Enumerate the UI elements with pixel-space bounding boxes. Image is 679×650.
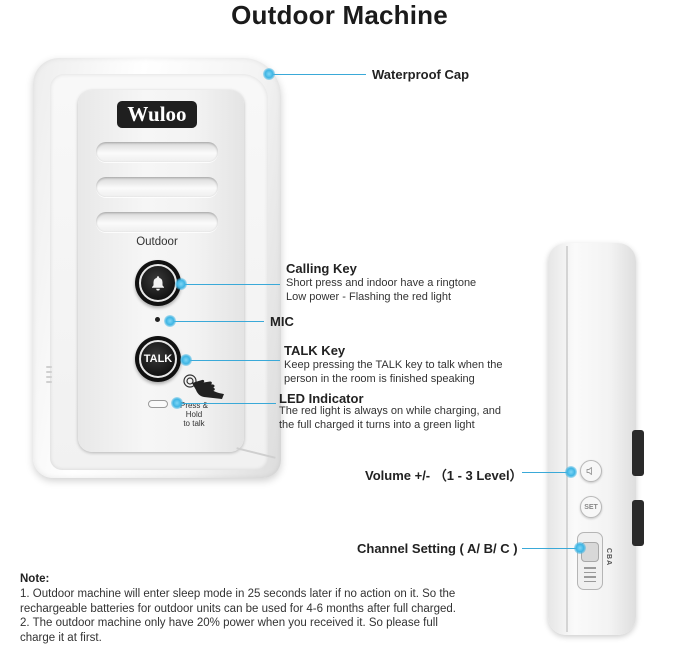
note-line-3: 2. The outdoor machine only have 20% pow…	[20, 617, 438, 630]
mic-hole	[155, 317, 160, 322]
callout-line-calling	[180, 284, 280, 286]
indoor-edge	[566, 246, 568, 632]
callout-dot-calling	[175, 278, 187, 290]
led-desc-2: the full charged it turns into a green l…	[279, 418, 475, 431]
callout-dot-channel	[574, 542, 586, 554]
note-block: Note: 1. Outdoor machine will enter slee…	[20, 572, 500, 646]
callout-led-indicator-desc: The red light is always on while chargin…	[279, 405, 501, 432]
callout-calling-key: Calling Key	[286, 261, 357, 276]
calling-desc-1: Short press and indoor have a ringtone	[286, 277, 477, 289]
callout-line-channel	[522, 548, 578, 550]
set-button[interactable]: SET	[580, 496, 602, 518]
speaker-icon	[586, 467, 592, 475]
callout-dot-mic	[164, 315, 176, 327]
led-indicator	[148, 400, 168, 408]
calling-desc-2: Low power - Flashing the red light	[286, 290, 452, 303]
callout-waterproof-cap: Waterproof Cap	[372, 67, 470, 82]
volume-button[interactable]	[580, 460, 602, 482]
note-line-2: rechargeable batteries for outdoor units…	[20, 602, 456, 615]
talk-desc-1: Keep pressing the TALK key to talk when …	[284, 359, 503, 371]
press-hold-line-2: to talk	[183, 419, 205, 428]
callout-line-mic	[172, 321, 264, 323]
speaker-slot-2	[96, 177, 218, 197]
speaker-slot-3	[96, 212, 218, 232]
bell-icon	[152, 276, 164, 291]
callout-line-talk	[186, 360, 280, 362]
channel-switch-ridges	[584, 567, 596, 585]
indoor-knob-upper	[632, 430, 644, 476]
callout-volume: Volume +/- （1 - 3 Level）	[365, 468, 523, 483]
note-line-4: charge it at first.	[20, 632, 102, 645]
callout-dot-volume	[565, 466, 577, 478]
talk-desc-2: person in the room is finished speaking	[284, 372, 475, 385]
indoor-knob-lower	[632, 500, 644, 546]
talk-key-face: TALK	[139, 340, 177, 378]
led-desc-1: The red light is always on while chargin…	[279, 405, 501, 417]
callout-line-led	[176, 403, 276, 405]
callout-channel-setting: Channel Setting ( A/ B/ C )	[357, 541, 518, 556]
calling-key-face	[139, 264, 177, 302]
speaker-slot-1	[96, 142, 218, 162]
callout-line-cap	[268, 74, 366, 76]
press-hold-label: Press & Hold to talk	[174, 401, 214, 428]
calling-key-button[interactable]	[135, 260, 181, 306]
note-line-1: 1. Outdoor machine will enter sleep mode…	[20, 587, 456, 600]
callout-talk-key-desc: Keep pressing the TALK key to talk when …	[284, 359, 503, 386]
press-hold-line-1: Press & Hold	[179, 401, 208, 419]
channel-letters: CBA	[605, 548, 612, 567]
outdoor-label: Outdoor	[136, 236, 178, 248]
channel-switch[interactable]	[577, 532, 603, 590]
callout-talk-key: TALK Key	[284, 343, 346, 358]
callout-mic: MIC	[270, 314, 294, 329]
talk-button-label: TALK	[143, 353, 173, 365]
note-heading: Note:	[20, 573, 50, 585]
page-title: Outdoor Machine	[231, 0, 448, 30]
callout-dot-cap	[263, 68, 275, 80]
callout-dot-led	[171, 397, 183, 409]
side-grill	[46, 366, 52, 392]
hand-press-icon	[183, 374, 224, 399]
callout-led-indicator: LED Indicator	[279, 391, 364, 406]
brand-logo: Wuloo	[117, 101, 197, 128]
callout-line-volume	[522, 472, 568, 474]
talk-key-button[interactable]: TALK	[135, 336, 181, 382]
callout-calling-key-desc: Short press and indoor have a ringtone L…	[286, 277, 476, 304]
callout-dot-talk	[180, 354, 192, 366]
